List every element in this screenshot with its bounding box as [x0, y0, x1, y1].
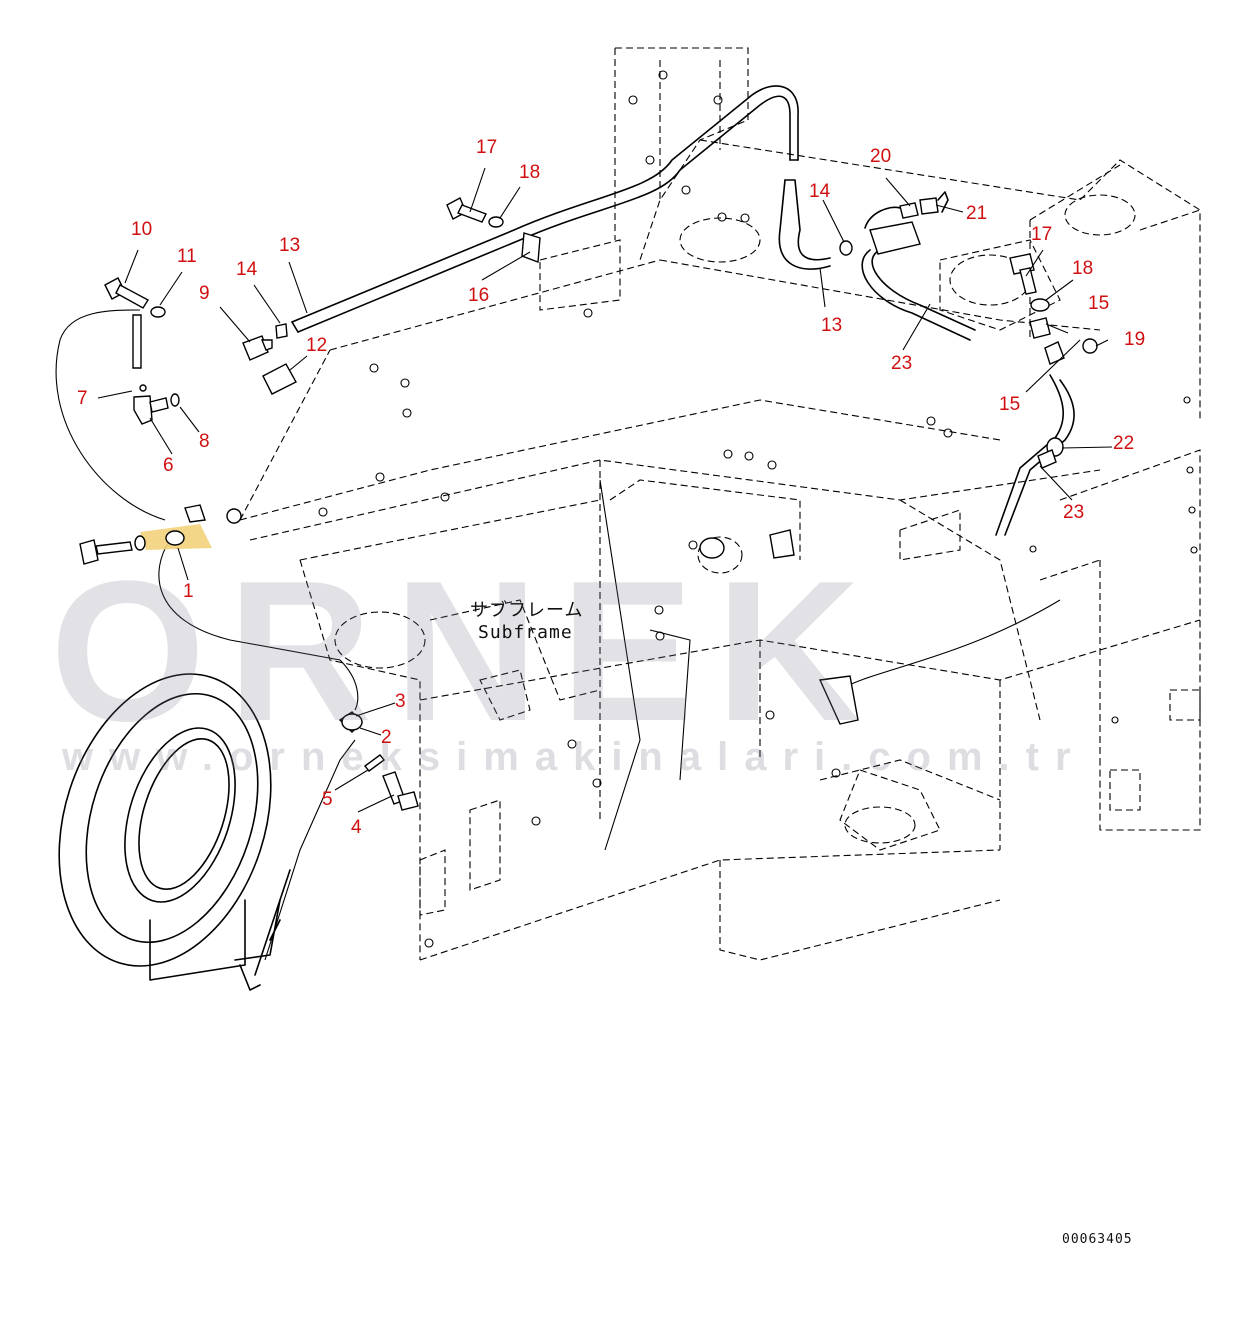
callout-1[interactable]: 1	[183, 581, 194, 602]
subframe-outline	[239, 47, 1201, 961]
callout-10[interactable]: 10	[131, 219, 153, 240]
callout-22[interactable]: 22	[1113, 433, 1135, 454]
callout-21[interactable]: 21	[966, 203, 988, 224]
callout-16[interactable]: 16	[468, 285, 490, 306]
callout-2[interactable]: 2	[381, 727, 392, 748]
callout-18-right[interactable]: 18	[1072, 258, 1094, 279]
callout-15-lower[interactable]: 15	[999, 394, 1021, 415]
callout-9[interactable]: 9	[199, 283, 210, 304]
watermark-url: www.orneksimakinalari.com.tr	[62, 735, 1087, 779]
callout-5[interactable]: 5	[322, 789, 333, 810]
frame-bolt-holes	[318, 70, 1198, 948]
fittings	[79, 191, 1098, 811]
callout-17-right[interactable]: 17	[1031, 224, 1053, 245]
callout-18-upper[interactable]: 18	[519, 162, 541, 183]
callout-14-right[interactable]: 14	[809, 181, 831, 202]
callout-15-upper[interactable]: 15	[1088, 293, 1110, 314]
hose-23	[861, 249, 1075, 536]
callout-20[interactable]: 20	[870, 146, 892, 167]
subframe-label-en: Subframe	[478, 622, 573, 643]
callout-12[interactable]: 12	[306, 335, 328, 356]
callout-6[interactable]: 6	[163, 455, 174, 476]
callout-7[interactable]: 7	[77, 388, 88, 409]
callout-13-upper[interactable]: 13	[279, 235, 301, 256]
callout-8[interactable]: 8	[199, 431, 210, 452]
callout-4[interactable]: 4	[351, 817, 362, 838]
callout-19[interactable]: 19	[1124, 329, 1146, 350]
drawing-number: 00063405	[1062, 1232, 1133, 1247]
grease-lines	[55, 309, 1061, 961]
callout-14-left[interactable]: 14	[236, 259, 258, 280]
watermark-main: ORNEK	[50, 540, 883, 763]
callout-17-upper[interactable]: 17	[476, 137, 498, 158]
callout-3[interactable]: 3	[395, 691, 406, 712]
swing-circle	[58, 673, 291, 991]
callout-23-lower[interactable]: 23	[1063, 502, 1085, 523]
leader-lines	[97, 167, 1113, 813]
callout-11[interactable]: 11	[177, 246, 197, 267]
hose-13-upper	[291, 85, 831, 333]
callout-13-right[interactable]: 13	[821, 315, 843, 336]
subframe-label-jp: サブフレーム	[470, 600, 584, 621]
callout-23-upper[interactable]: 23	[891, 353, 913, 374]
